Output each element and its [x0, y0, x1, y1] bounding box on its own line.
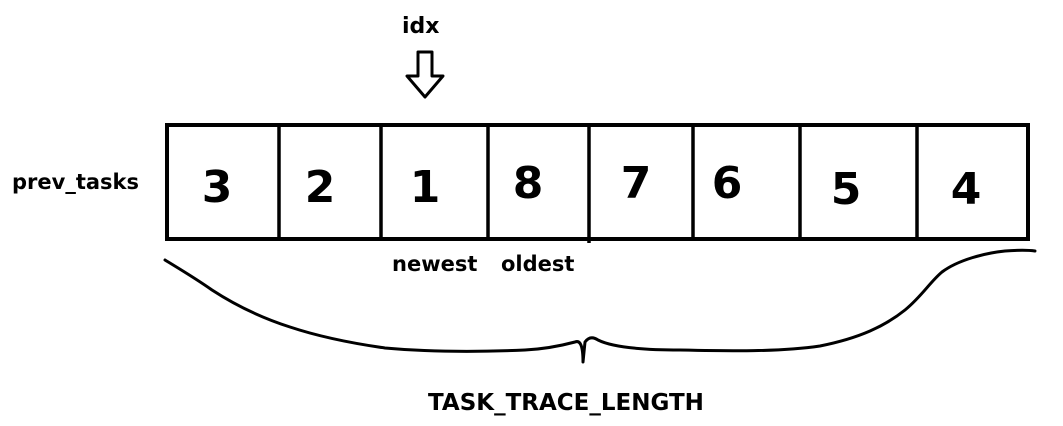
array-cell-1: 2 [305, 162, 336, 213]
array-cell-7: 4 [951, 164, 982, 215]
array-cell-3: 8 [513, 158, 544, 209]
array-box [165, 123, 1030, 241]
down-arrow-icon [405, 50, 445, 99]
array-cells: 3 2 1 8 7 6 5 4 [202, 158, 982, 215]
idx-label: idx [402, 14, 440, 39]
array-cell-5: 6 [712, 158, 743, 209]
prev-tasks-label: prev_tasks [12, 170, 139, 194]
oldest-label: oldest [501, 252, 575, 276]
curly-brace-icon [163, 248, 1037, 364]
newest-label: newest [392, 252, 478, 276]
array-cell-0: 3 [202, 162, 233, 213]
array-cell-2: 1 [410, 162, 441, 213]
task-trace-length-label: TASK_TRACE_LENGTH [428, 390, 704, 416]
array-cell-4: 7 [621, 158, 652, 209]
cell-dividers [277, 125, 919, 243]
array-cell-6: 5 [831, 164, 862, 215]
